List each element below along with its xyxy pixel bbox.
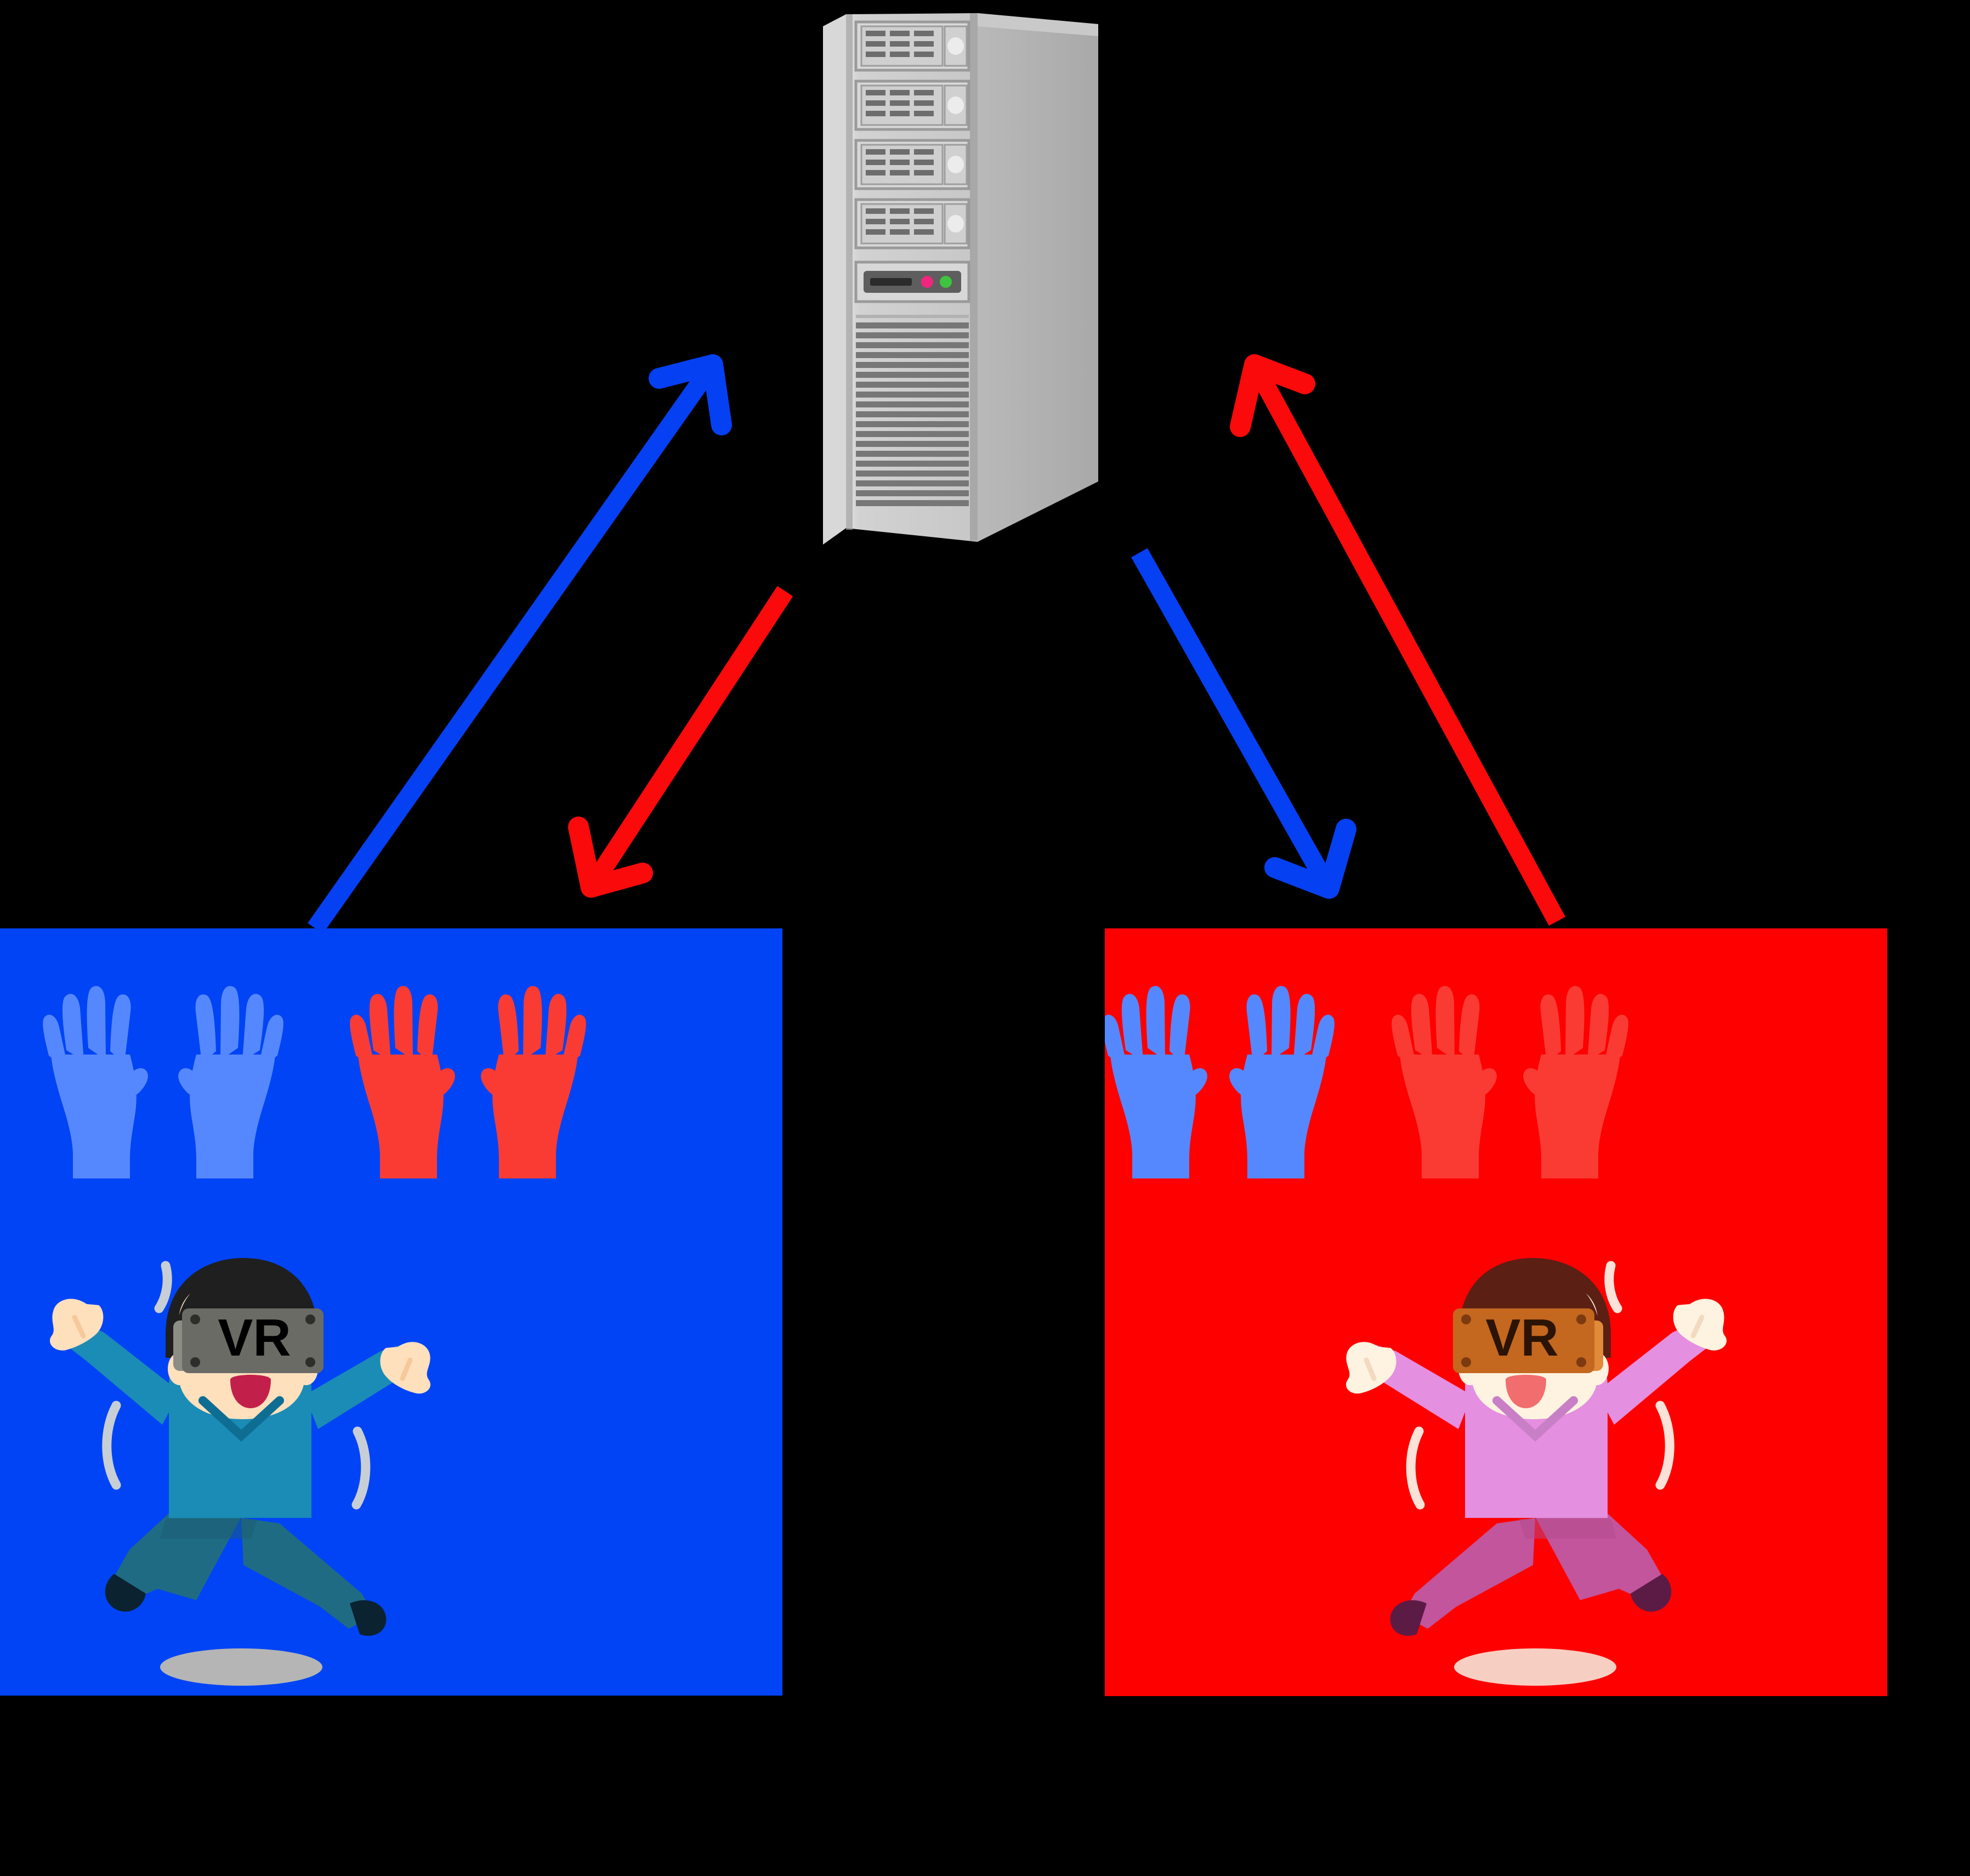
motion-arcs bbox=[102, 1261, 371, 1510]
avatar-mouth bbox=[1506, 1375, 1546, 1408]
led-green-icon bbox=[940, 276, 952, 288]
vr-avatar-girl[interactable]: VR bbox=[1316, 1238, 1755, 1693]
avatar-shadow bbox=[1454, 1648, 1616, 1686]
arrow-blue-server-to-red-client bbox=[1131, 548, 1356, 899]
server-vents bbox=[856, 315, 969, 506]
hands-row-red bbox=[1105, 962, 1887, 1193]
vr-avatar-boy[interactable]: VR bbox=[22, 1238, 461, 1693]
headset-label: VR bbox=[218, 1308, 291, 1367]
vr-client-red-view[interactable]: VR bbox=[1105, 928, 1887, 1696]
vr-headset-icon bbox=[182, 1308, 323, 1373]
hands-row-blue bbox=[0, 962, 782, 1193]
vr-client-blue-view[interactable]: VR bbox=[0, 928, 782, 1696]
server-icon bbox=[823, 13, 1098, 545]
arrow-red-server-to-blue-client bbox=[568, 586, 793, 898]
arrow-blue-client-to-server bbox=[308, 354, 732, 934]
led-pink-icon bbox=[921, 276, 933, 288]
server-tower[interactable] bbox=[813, 4, 1153, 558]
avatar-mouth bbox=[230, 1375, 271, 1408]
vr-headset-icon bbox=[1453, 1308, 1594, 1373]
motion-arcs bbox=[1406, 1261, 1674, 1510]
headset-label: VR bbox=[1485, 1308, 1558, 1367]
avatar-shadow bbox=[160, 1648, 322, 1686]
arrow-red-client-to-server bbox=[1230, 354, 1565, 926]
optical-drive-slot bbox=[870, 278, 912, 286]
